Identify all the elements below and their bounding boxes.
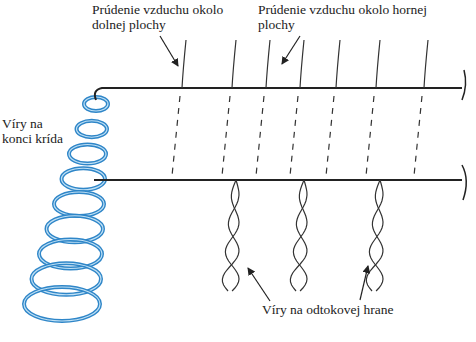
lower-flow-line [222, 96, 230, 176]
callout-label: Víry na konci krída [2, 116, 68, 146]
upper-flow-line [232, 40, 236, 88]
trailing-vortices [222, 180, 383, 291]
upper-flow-line [424, 40, 428, 88]
trailing-vortex-strand [222, 180, 239, 291]
vortex-highlight [24, 287, 100, 321]
trailing-vortex-strand [369, 180, 383, 291]
trailing-vortex-strand [225, 180, 239, 291]
vortex-highlight [69, 145, 106, 164]
upper-flow-line [266, 40, 270, 88]
leading-edge [95, 88, 462, 100]
callout-label: Prúdenie vzduchu okolo dolnej plochy [92, 2, 252, 32]
leader-line [160, 36, 178, 66]
trailing-edge [94, 179, 462, 181]
callout-label: Víry na odtokovej hrane [262, 302, 462, 317]
leader-line [248, 268, 270, 301]
vortex-loop [77, 121, 108, 138]
leader-line [360, 266, 368, 300]
lower-flow-line [256, 96, 264, 176]
upper-flow-line [182, 40, 186, 88]
lower-flow-line [326, 96, 334, 176]
lower-flow-line [414, 96, 422, 176]
vortex-loop [69, 145, 106, 164]
vortex-loop [54, 192, 104, 216]
trailing-vortex-strand [290, 180, 307, 291]
lower-flow-line [290, 96, 298, 176]
lower-flow-line [172, 96, 180, 176]
trailing-vortex-strand [366, 180, 383, 291]
upper-flow-line [300, 40, 304, 88]
vortex-highlight [54, 192, 104, 216]
wing-break [462, 70, 466, 200]
leader-line [282, 36, 300, 64]
trailing-vortex-strand [293, 180, 307, 291]
callout-label: Prúdenie vzduchu okolo hornej plochy [258, 2, 428, 32]
upper-flow-line [336, 40, 340, 88]
vortex-highlight [77, 121, 108, 138]
upper-flow-line [376, 40, 380, 88]
vortex-loop [24, 287, 100, 321]
flow-lines [172, 40, 428, 176]
lower-flow-line [366, 96, 374, 176]
